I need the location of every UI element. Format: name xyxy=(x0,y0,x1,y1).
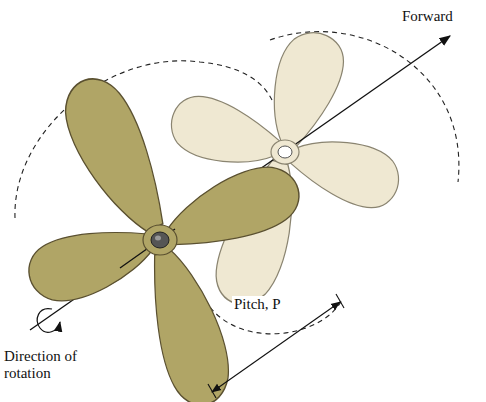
direction-label: Forward xyxy=(402,8,453,25)
dark-hub xyxy=(143,225,177,255)
rotation-label: Direction of rotation xyxy=(4,348,96,382)
pitch-dimension xyxy=(208,294,344,398)
dimension-label: Pitch, P xyxy=(232,296,283,313)
light-propeller xyxy=(163,24,407,314)
helix-path xyxy=(15,32,459,334)
light-hub xyxy=(271,140,299,164)
rotation-symbol xyxy=(37,309,60,333)
